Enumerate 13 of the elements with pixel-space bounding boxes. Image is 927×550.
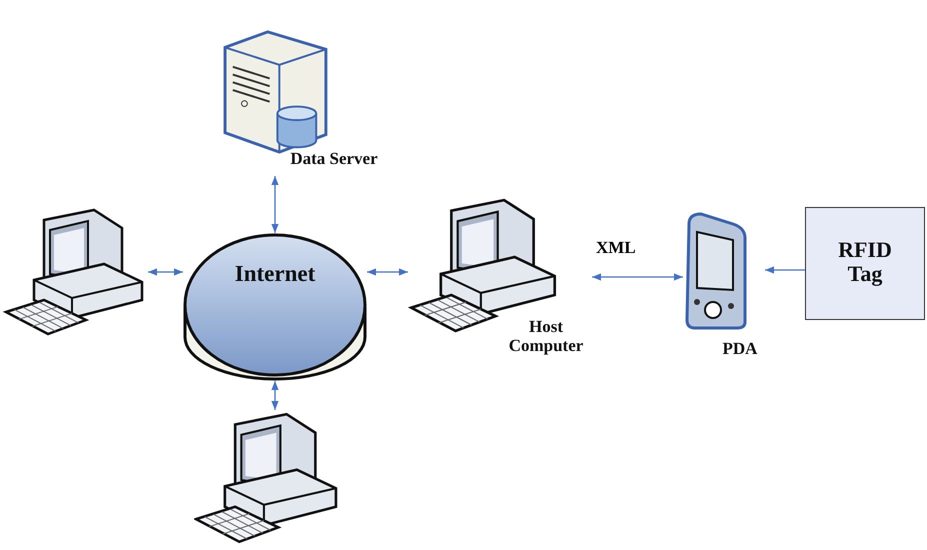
node-label: Internet: [234, 261, 316, 286]
node-label: RFID Tag: [837, 238, 893, 286]
node-label: Host Computer: [508, 318, 584, 356]
process-box: [805, 207, 925, 320]
desktop-computer-drawing: [194, 410, 338, 546]
arrow: [271, 381, 279, 410]
arrow: [592, 273, 683, 281]
arrow: [367, 268, 408, 276]
arrow: [148, 268, 183, 276]
arrow: [765, 266, 805, 274]
node-label: Data Server: [289, 150, 379, 169]
node-label: PDA: [722, 340, 758, 359]
arrow: [271, 176, 279, 233]
